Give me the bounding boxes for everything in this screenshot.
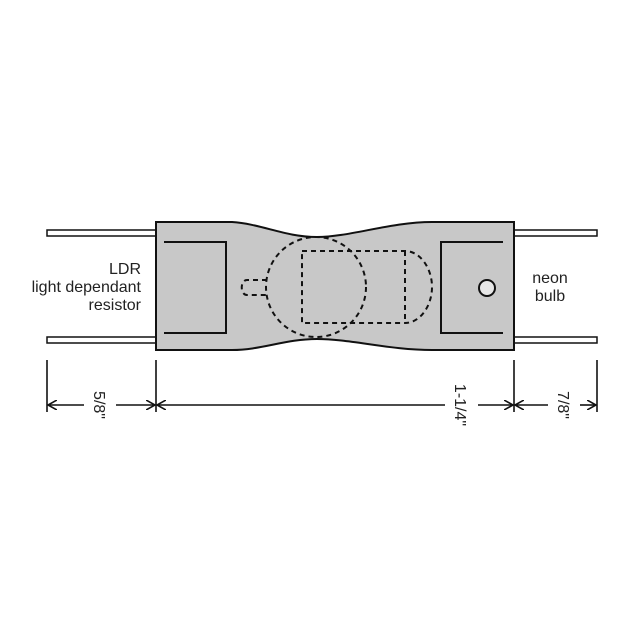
lead-bottom-left [46,336,158,344]
lead-top-left [46,229,158,237]
package-body [155,221,515,351]
neon-label-line2: bulb [535,288,565,305]
hole-icon [478,279,496,297]
ldr-label-line1: LDR [109,261,141,278]
dim-label-left-lead: 5/8" [90,391,107,419]
neon-bracket [440,241,503,334]
lead-bottom-right [512,336,598,344]
dim-label-body: 1-1/4" [451,384,468,426]
ldr-label-line2: light dependant [32,279,142,296]
lead-top-right [512,229,598,237]
dim-label-right-lead: 7/8" [554,391,571,419]
hidden-ldr-tab [240,279,267,296]
ldr-bracket [164,241,227,334]
hidden-ldr-outline [265,236,367,338]
neon-label-line1: neon [532,270,568,287]
ldr-label-line3: resistor [89,297,142,314]
